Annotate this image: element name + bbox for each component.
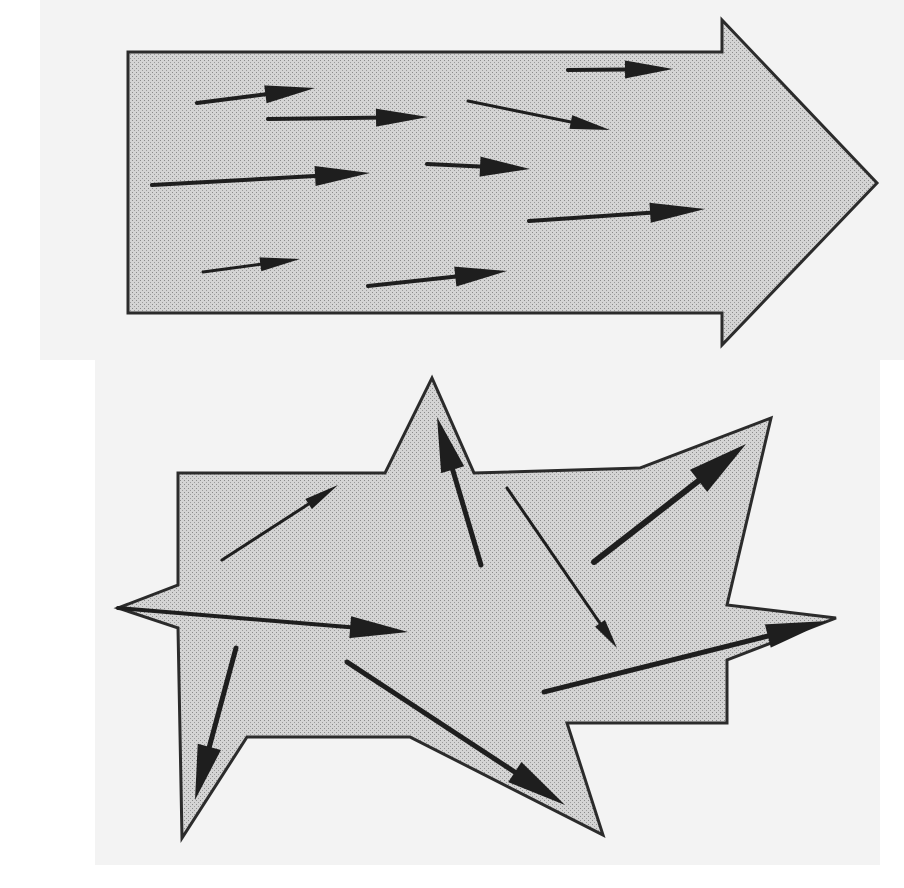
aligned-vectors: [150, 60, 705, 288]
vector-arrow: [527, 202, 705, 223]
vector-head: [195, 743, 221, 800]
vector-shaft: [150, 173, 320, 187]
vector-head: [569, 115, 610, 130]
irregular-star-shape: [113, 374, 837, 843]
vector-shaft: [366, 274, 460, 288]
vector-head: [690, 444, 746, 492]
vector-head: [375, 108, 428, 127]
vector-arrow: [195, 645, 239, 800]
vector-shaft: [116, 606, 355, 630]
vector-shaft: [541, 633, 773, 695]
vector-shaft: [527, 210, 655, 223]
vector-arrow: [195, 85, 315, 105]
vector-head: [305, 485, 338, 510]
vector-head: [349, 616, 408, 639]
vector-head: [264, 85, 315, 104]
vector-shaft: [220, 501, 312, 562]
vector-head: [314, 166, 370, 187]
vector-shaft: [344, 659, 520, 776]
block-arrow-shape: [126, 16, 880, 349]
vector-head: [508, 762, 565, 805]
vector-shaft: [195, 92, 270, 105]
vector-head: [454, 266, 507, 287]
vector-arrow: [425, 156, 530, 177]
aligned-arrow-panel: [126, 16, 880, 349]
vector-head: [624, 60, 673, 79]
scattered-star-panel: [113, 374, 837, 843]
vector-arrow: [366, 266, 507, 288]
vector-arrow: [466, 99, 610, 130]
vector-shaft: [466, 99, 575, 124]
vector-shaft: [266, 115, 381, 121]
vector-arrow: [566, 60, 673, 79]
vector-arrow: [266, 108, 428, 127]
vector-arrow: [437, 417, 484, 568]
vector-arrow: [201, 257, 300, 274]
vector-arrow: [541, 621, 828, 695]
scattered-vectors: [116, 417, 828, 805]
vector-head: [649, 202, 705, 223]
vector-arrow: [150, 166, 370, 187]
vector-shaft: [425, 162, 485, 169]
vector-shaft: [201, 262, 264, 274]
vector-arrow: [116, 606, 408, 639]
vector-shaft: [566, 67, 630, 72]
vector-arrow: [344, 659, 565, 805]
vector-shaft: [505, 486, 603, 627]
vector-head: [595, 619, 617, 648]
vector-shaft: [206, 645, 239, 752]
vector-head: [764, 621, 828, 648]
vector-arrow: [505, 486, 617, 648]
vector-arrow: [220, 485, 338, 562]
vector-shaft: [449, 465, 484, 568]
vector-head: [259, 257, 300, 272]
vector-head: [479, 156, 530, 177]
vector-shaft: [591, 476, 704, 565]
vector-head: [437, 417, 465, 474]
vector-arrow: [591, 444, 746, 565]
